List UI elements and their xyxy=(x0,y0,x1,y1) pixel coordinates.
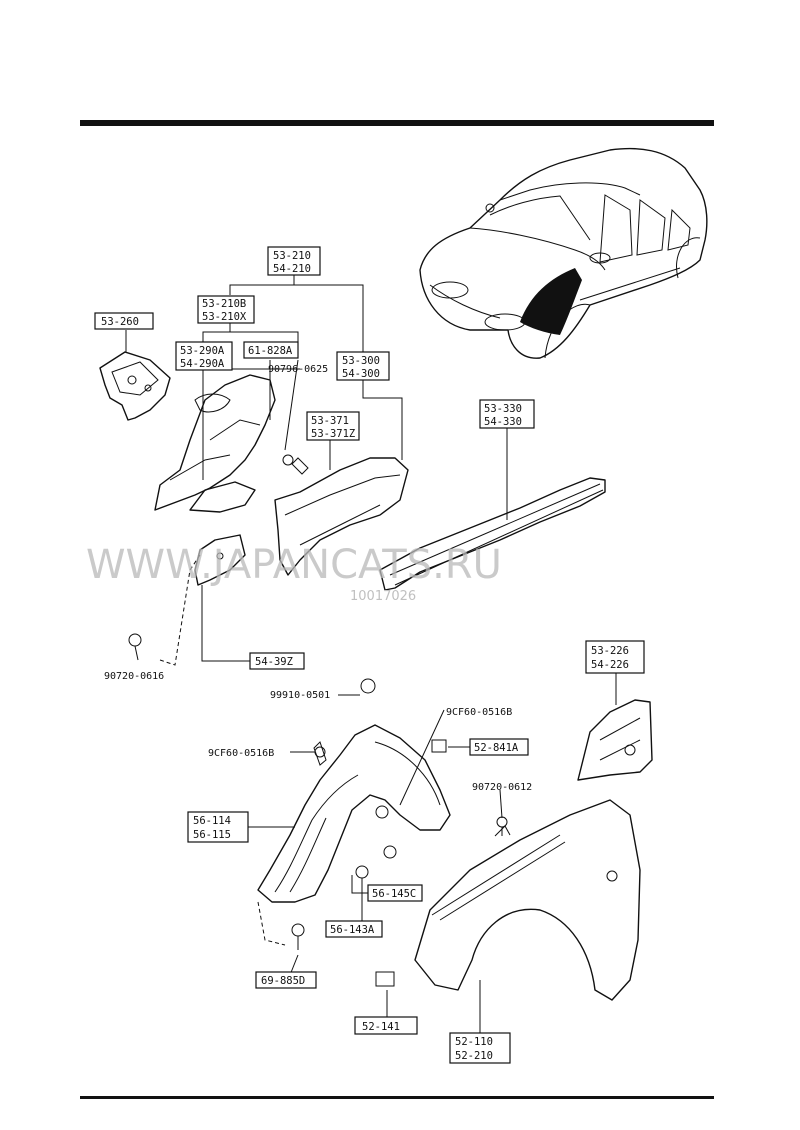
bottom-rule xyxy=(80,1096,714,1099)
label-53-210B: 53-210B xyxy=(202,298,246,310)
apron-assembly xyxy=(99,351,409,586)
label-54-290A: 54-290A xyxy=(180,358,225,370)
watermark-text: WWW.JAPANCATS.RU xyxy=(86,542,502,588)
label-69-885D: 69-885D xyxy=(261,975,305,987)
leader-lines xyxy=(125,275,617,1033)
label-52-841A: 52-841A xyxy=(474,742,519,754)
label-90720-0616: 90720-0616 xyxy=(104,671,164,682)
label-90720-0612: 90720-0612 xyxy=(472,782,532,793)
label-53-371Z: 53-371Z xyxy=(311,428,355,440)
label-53-290A: 53-290A xyxy=(180,345,225,357)
label-61-828A: 61-828A xyxy=(248,345,293,357)
label-52-141: 52-141 xyxy=(362,1021,400,1033)
label-52-210: 52-210 xyxy=(455,1050,493,1062)
fender-panel xyxy=(414,799,641,1001)
fender-highlight xyxy=(520,268,582,335)
label-54-226: 54-226 xyxy=(591,659,629,671)
label-9CF60-0516B-b: 9CF60-0516B xyxy=(208,748,274,759)
fender-bracket xyxy=(577,699,653,781)
splash-shield xyxy=(257,678,451,903)
label-9CF60-0516B-a: 9CF60-0516B xyxy=(446,707,512,718)
label-99910-0501: 99910-0501 xyxy=(270,690,330,701)
label-boxes xyxy=(94,246,645,1064)
diagram-code: 10017026 xyxy=(350,589,416,604)
label-53-300: 53-300 xyxy=(342,355,380,367)
label-54-330: 54-330 xyxy=(484,416,522,428)
label-56-114: 56-114 xyxy=(193,815,231,827)
label-53-226: 53-226 xyxy=(591,645,629,657)
label-54-210: 54-210 xyxy=(273,263,311,275)
fasteners xyxy=(128,633,508,987)
label-53-371: 53-371 xyxy=(311,415,349,427)
label-90796-0625: 90796-0625 xyxy=(268,364,328,375)
label-53-210: 53-210 xyxy=(273,250,311,262)
car-illustration xyxy=(419,147,708,359)
label-56-143A: 56-143A xyxy=(330,924,375,936)
label-53-330: 53-330 xyxy=(484,403,522,415)
label-53-260: 53-260 xyxy=(101,316,139,328)
label-52-110: 52-110 xyxy=(455,1036,493,1048)
label-54-300: 54-300 xyxy=(342,368,380,380)
label-53-210X: 53-210X xyxy=(202,311,247,323)
top-rule xyxy=(80,120,714,126)
label-texts: 53-210 54-210 53-210B 53-210X 53-260 53-… xyxy=(101,250,629,1062)
label-54-39Z: 54-39Z xyxy=(255,656,293,668)
side-sill xyxy=(379,477,606,591)
label-56-145C: 56-145C xyxy=(372,888,416,900)
label-56-115: 56-115 xyxy=(193,829,231,841)
